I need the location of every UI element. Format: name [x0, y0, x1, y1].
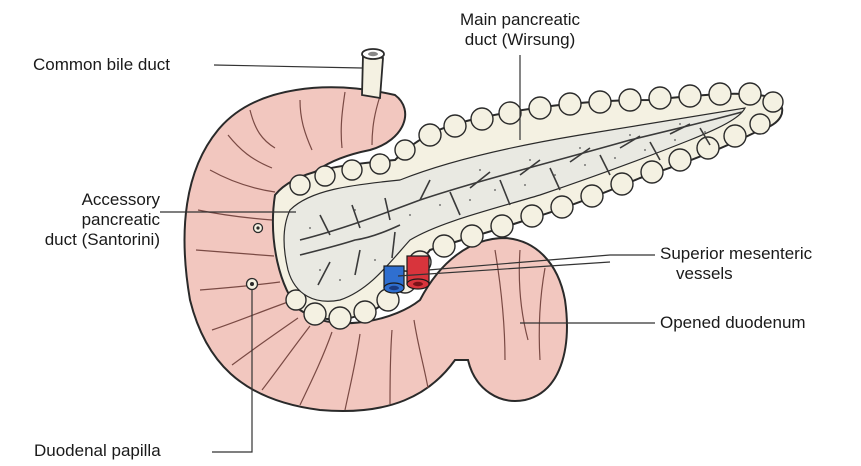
common-bile-duct — [362, 49, 384, 98]
label-accessory-pancreatic-duct: Accessory pancreatic duct (Santorini) — [10, 190, 160, 250]
label-opened-duodenum: Opened duodenum — [660, 313, 806, 333]
duodenal-papilla-marker — [247, 279, 258, 290]
label-superior-mesenteric-vessels: Superior mesenteric vessels — [660, 244, 812, 284]
label-main-pancreatic-duct: Main pancreatic duct (Wirsung) — [440, 10, 600, 50]
label-common-bile-duct: Common bile duct — [33, 55, 170, 75]
accessory-papilla-marker — [254, 224, 263, 233]
label-duodenal-papilla: Duodenal papilla — [34, 441, 161, 461]
